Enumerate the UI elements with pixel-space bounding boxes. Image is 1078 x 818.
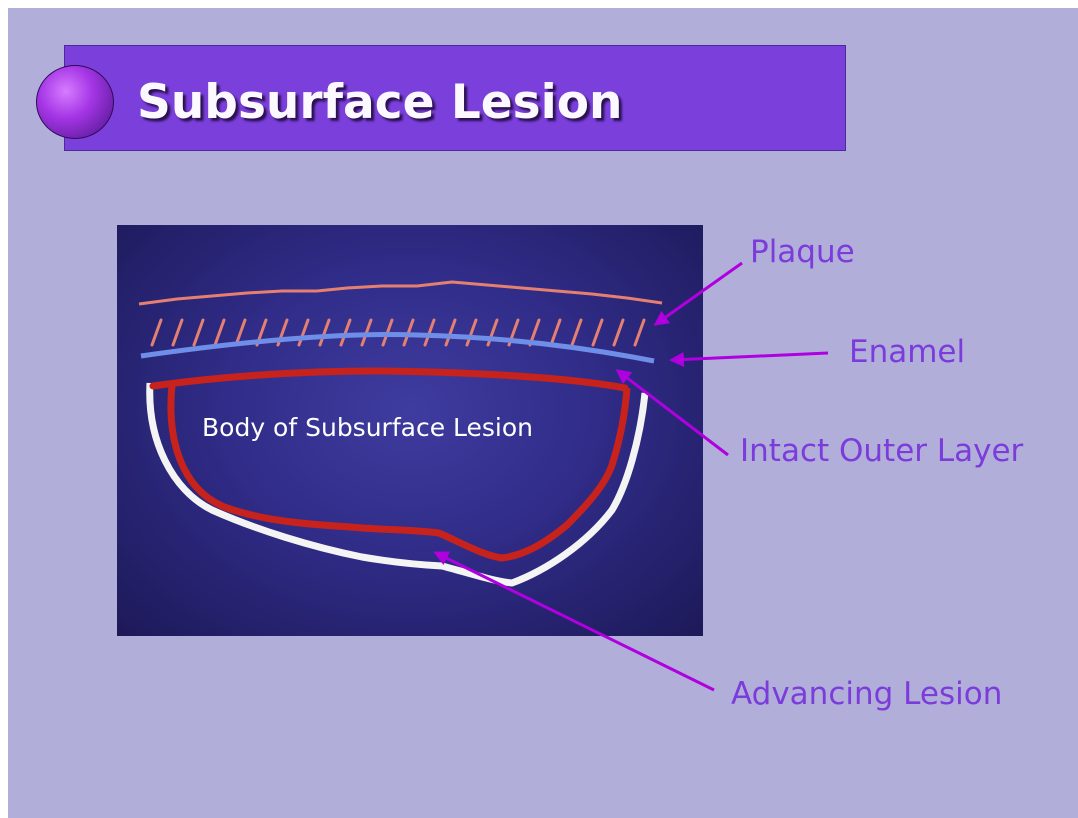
plaque-arrow	[656, 263, 742, 324]
advancing-lesion-arrow	[436, 553, 714, 690]
slide: Subsurface Lesion Body of Subsurface Les…	[8, 8, 1078, 818]
plaque-label: Plaque	[750, 234, 855, 270]
intact-outer-layer-arrow	[618, 371, 728, 455]
enamel-arrow	[672, 353, 828, 360]
intact-outer-layer-label: Intact Outer Layer	[740, 433, 1023, 469]
enamel-label: Enamel	[849, 334, 965, 370]
advancing-lesion-label: Advancing Lesion	[731, 676, 1002, 712]
